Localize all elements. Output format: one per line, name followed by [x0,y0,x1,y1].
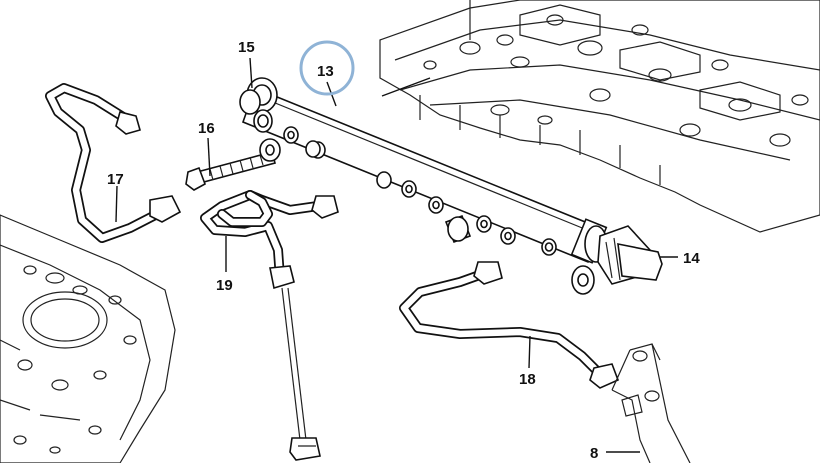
leader-lines [115,57,678,453]
highlight-ring [299,40,355,96]
fuel-pipe-18 [399,261,620,389]
callout-8: 8 [590,445,598,462]
callout-17: 17 [107,171,124,188]
fuel-injector [611,343,691,463]
callout-13: 13 [317,63,334,80]
fuel-rail [239,77,608,264]
callout-15: 15 [238,39,255,56]
callout-14: 14 [683,250,700,267]
mounting-bolt [185,138,281,191]
seals-and-fittings [283,126,595,295]
callout-18: 18 [519,371,536,388]
fuel-pipe-19 [200,190,339,461]
callout-19: 19 [216,277,233,294]
cylinder-head [379,0,820,233]
engine-block [0,214,176,463]
callout-16: 16 [198,120,215,137]
end-plug [253,109,273,133]
fuel-pipe-17 [45,83,182,243]
pressure-sensor [597,225,663,285]
